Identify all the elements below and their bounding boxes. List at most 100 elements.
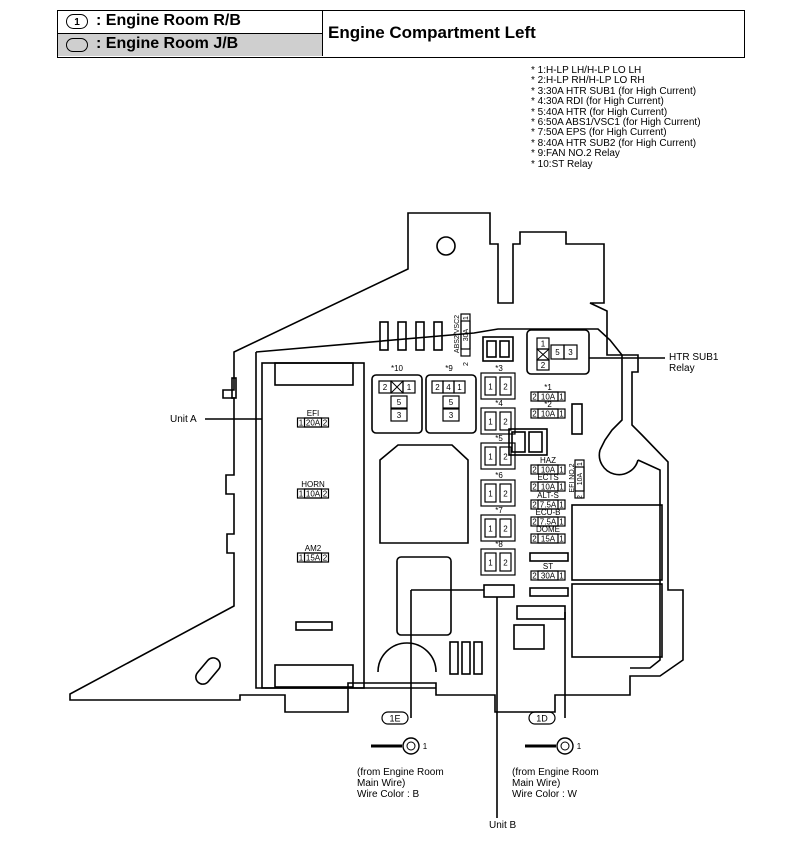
legend-item: * 6:50A ABS1/VSC1 (for High Current) [531, 117, 701, 129]
jb-label: : Engine Room J/B [96, 35, 239, 52]
hc-fuse-1-cell-l [484, 411, 497, 431]
mini-fuse-4-rating: 7.5A [540, 501, 557, 510]
legend-item: * 5:40A HTR (for High Current) [531, 106, 668, 118]
large-socket [379, 444, 469, 544]
mini-fuse-2-pin-r: 1 [559, 466, 564, 475]
hc-fuse-3-label: *6 [495, 471, 503, 480]
mini-fuse-7-pin-l: 2 [532, 572, 537, 581]
rb-label: : Engine Room R/B [96, 12, 241, 29]
mini-fuse-1-rating-cell [537, 408, 559, 419]
unit-a-fuse-0-rating: 20A [306, 419, 321, 428]
relay-r10-pin-5: 5 [397, 398, 402, 407]
unit-a-fuse-0-rating-cell [303, 417, 323, 428]
relay-r9-pin-0: 2 [435, 383, 440, 392]
relay-r9-label: *9 [445, 364, 453, 373]
unit-a-fuse-2-pin-l: 1 [299, 554, 304, 563]
mini-fuse-1-pin-l: 2 [532, 410, 537, 419]
hc-fuse-3-cell-l [484, 483, 497, 503]
connector-1d-symbol-icon [528, 711, 556, 725]
unit-a-fuse-2-name: AM2 [305, 544, 322, 553]
unit-a-spare-slot [295, 621, 333, 631]
mini-fuse-3-rating-cell [537, 481, 559, 492]
hc-fuse-3-pin-1: 1 [488, 490, 493, 499]
hc-fuse-3-cell-r [499, 483, 512, 503]
mini-fuse-5-pin-l: 2 [532, 518, 537, 527]
unit-a-label: Unit A [170, 414, 197, 425]
connector-1d-label: 1D [536, 714, 548, 724]
hc-fuse-2-cell-l [484, 446, 497, 466]
relay-htr-cross [536, 348, 550, 361]
unit-a-fuse-1-name: HORN [301, 480, 325, 489]
unit-a-fuse-2-rating-cell [303, 552, 323, 563]
relay-htr-pin-box-3 [563, 344, 578, 360]
hc-fuse-2-label: *5 [495, 434, 503, 443]
legend-item: * 8:40A HTR SUB2 (for High Current) [531, 137, 697, 149]
top-vfuse-name: ABS2/VSC2 [454, 315, 461, 353]
mini-fuse-7-rating-cell [537, 570, 559, 581]
wire-1e-line-3: Wire Color : B [357, 789, 420, 800]
relay-r9-pin-box-3 [442, 408, 460, 422]
wire-1e-line-2: Main Wire) [357, 778, 406, 789]
fuse-legend: * 1:H-LP LH/H-LP LO LH * 2:H-LP RH/H-LP … [531, 65, 701, 170]
unit-a-fuse-1-pin-r: 2 [323, 490, 328, 499]
side-vfuse-pin-l: 2 [577, 495, 584, 499]
mini-fuse-7-pin-r: 1 [559, 572, 564, 581]
legend-item: * 7:50A EPS (for High Current) [531, 127, 667, 139]
unit-a-fuse-1-pin-l: 1 [299, 490, 304, 499]
mini-fuse-2-name: HAZ [540, 456, 556, 465]
connector-1d-terminal-hole [560, 741, 570, 751]
mini-fuse-2-rating: 10A [541, 466, 556, 475]
hc-fuse-0-cell-r [499, 376, 512, 396]
relay-htr-pin-box-2 [536, 359, 550, 371]
mini-fuse-2-rating-cell [537, 464, 559, 475]
mini-fuse-0-name: *1 [544, 383, 552, 392]
mini-fuse-6-pin-l: 2 [532, 535, 537, 544]
legend-item: * 9:FAN NO.2 Relay [531, 148, 620, 160]
legend-item: * 1:H-LP LH/H-LP LO LH [531, 65, 642, 76]
hc-fuse-5-pin-1: 1 [488, 559, 493, 568]
hc-fuse-5-label: *8 [495, 540, 503, 549]
connector-1e-terminal-number: 1 [423, 742, 428, 751]
header-table: 1 : Engine Room R/B : Engine Room J/B En… [57, 10, 745, 58]
hc-fuse-4-pin-1: 1 [488, 525, 493, 534]
mini-fuse-0-pin-r: 1 [559, 393, 564, 402]
relay-r10-pin-1: 1 [407, 383, 412, 392]
relay-r10-pin-box-5 [390, 395, 408, 409]
side-vfuse-pin-r: 1 [577, 462, 584, 466]
relay-htr-pin-2: 2 [541, 361, 546, 370]
jb-symbol-icon [66, 38, 88, 52]
htr-sub1-relay-label-2: Relay [669, 363, 695, 374]
hc-fuse-1-cell-r [499, 411, 512, 431]
hc-fuse-4-frame [480, 514, 516, 542]
wire-1d-line-1: (from Engine Room [512, 767, 599, 778]
unit-a-fuse-1-rating: 10A [306, 490, 321, 499]
hc-fuse-5-frame [480, 548, 516, 576]
mini-fuse-6-rating-cell [537, 533, 559, 544]
unit-b-connector [483, 584, 515, 598]
mini-fuse-6-rating: 15A [541, 535, 556, 544]
hc-fuse-4-cell-r [499, 518, 512, 538]
top-vfuse-pin-l: 2 [463, 362, 470, 366]
hc-fuse-4-cell-l [484, 518, 497, 538]
mini-fuse-5-pin-r: 1 [559, 518, 564, 527]
hc-fuse-2-pin-2: 2 [503, 453, 508, 462]
connector-1d-terminal-ring [556, 737, 574, 755]
mini-fuse-4-pin-l: 2 [532, 501, 537, 510]
side-vfuse-rating: 10A [577, 472, 584, 485]
unit-a-fuse-0-pin-l: 1 [299, 419, 304, 428]
rb-symbol-icon: 1 [66, 14, 88, 29]
mini-fuse-4-name: ALT-S [537, 491, 559, 500]
hc-fuse-0-frame [480, 372, 516, 400]
top-vfuse-rating: 30A [463, 328, 470, 341]
hc-fuse-4-pin-2: 2 [503, 525, 508, 534]
hc-fuse-2-cell-r [499, 446, 512, 466]
relay-r9-pin-box-2 [453, 380, 466, 394]
connector-1e-label: 1E [389, 714, 400, 724]
mini-fuse-5-rating-cell [537, 516, 559, 527]
mini-fuse-1-name: *2 [544, 400, 552, 409]
arc-cutout [377, 642, 437, 673]
top-vfuse-pin-r: 1 [463, 316, 470, 320]
hc-fuse-5-pin-2: 2 [503, 559, 508, 568]
